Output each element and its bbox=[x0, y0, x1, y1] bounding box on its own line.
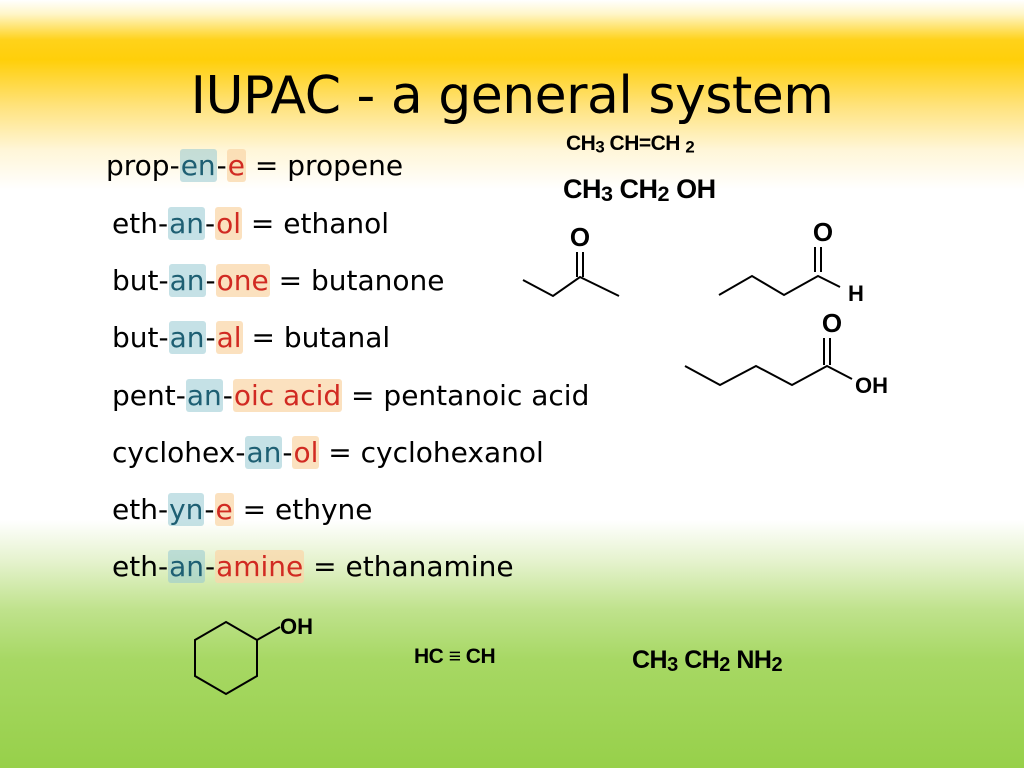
rule-stem: eth- bbox=[112, 550, 169, 583]
rule-infix: an bbox=[245, 436, 283, 469]
rule-separator: - bbox=[205, 264, 216, 297]
formula-subscript: 3 bbox=[601, 181, 613, 207]
formula-group: CH bbox=[684, 646, 720, 674]
formula-ethanol: CH3 CH2 OH bbox=[563, 174, 716, 207]
rule-separator: - bbox=[222, 379, 233, 412]
rule-result: = ethanol bbox=[242, 207, 390, 240]
formula-propene: CH3 CH=CH 2 bbox=[566, 132, 695, 158]
rule-suffix: one bbox=[215, 264, 270, 297]
triple-bond-symbol: ≡ bbox=[448, 645, 461, 668]
formula-subscript: 2 bbox=[657, 181, 670, 207]
rule-separator: - bbox=[204, 493, 215, 526]
formula-group: OH bbox=[676, 174, 716, 204]
butanone-structure: O bbox=[522, 222, 620, 298]
rule-infix: en bbox=[179, 149, 217, 182]
rule-suffix: e bbox=[214, 493, 234, 526]
oxygen-label: O bbox=[822, 308, 842, 338]
rule-infix: an bbox=[168, 550, 205, 583]
oxygen-label: O bbox=[570, 222, 590, 252]
carbon-chain bbox=[684, 364, 853, 387]
rule-ethanol: eth-an-ol = ethanol bbox=[112, 204, 389, 244]
hydroxyl-label: OH bbox=[280, 614, 313, 639]
rule-result: = pentanoic acid bbox=[342, 379, 590, 412]
pentanoic-acid-structure: O OH bbox=[684, 308, 888, 398]
butanal-structure: O H bbox=[718, 217, 864, 306]
formula-ethanamine: CH3 CH2 NH2 bbox=[632, 646, 783, 677]
rule-suffix: ol bbox=[292, 436, 320, 469]
rule-propene: prop-en-e = propene bbox=[106, 146, 403, 186]
rule-suffix: e bbox=[226, 149, 247, 182]
formula-group: CH bbox=[465, 645, 496, 668]
hydrogen-label: H bbox=[848, 281, 864, 306]
formula-group: HC bbox=[414, 645, 444, 668]
formula-subscript: 2 bbox=[719, 654, 730, 676]
rule-stem: cyclohex- bbox=[112, 436, 246, 469]
rule-result: = propene bbox=[246, 149, 404, 182]
rule-result: = ethyne bbox=[233, 493, 373, 526]
rule-infix: yn bbox=[168, 493, 205, 526]
rule-suffix: al bbox=[215, 321, 243, 354]
rule-result: = cyclohexanol bbox=[319, 436, 544, 469]
slide-title: IUPAC - a general system bbox=[190, 66, 834, 126]
rule-stem: prop- bbox=[106, 149, 180, 182]
carbon-chain bbox=[718, 274, 841, 297]
cyclohexane-ring bbox=[194, 620, 258, 696]
formula-group: NH bbox=[736, 646, 772, 674]
carbon-chain bbox=[522, 275, 620, 298]
formula-group: CH bbox=[563, 174, 602, 204]
formula-group: CH bbox=[632, 646, 668, 674]
rule-ethanamine: eth-an-amine = ethanamine bbox=[112, 547, 514, 587]
formula-subscript: 3 bbox=[595, 137, 605, 157]
rule-separator: - bbox=[282, 436, 293, 469]
rule-butanal: but-an-al = butanal bbox=[112, 318, 390, 358]
rule-cyclohexanol: cyclohex-an-ol = cyclohexanol bbox=[112, 433, 544, 473]
rule-stem: eth- bbox=[112, 207, 169, 240]
rule-suffix: ol bbox=[215, 207, 242, 240]
rule-separator: - bbox=[205, 321, 216, 354]
hydroxyl-label: OH bbox=[855, 373, 888, 398]
formula-subscript: 2 bbox=[685, 137, 695, 157]
rule-infix: an bbox=[185, 379, 223, 412]
rule-separator: - bbox=[204, 550, 216, 583]
rule-infix: an bbox=[168, 321, 206, 354]
rule-stem: but- bbox=[112, 264, 169, 297]
rule-stem: pent- bbox=[112, 379, 186, 412]
rule-result: = butanal bbox=[242, 321, 391, 354]
rule-stem: but- bbox=[112, 321, 169, 354]
rule-infix: an bbox=[168, 264, 206, 297]
formula-group: CH bbox=[566, 132, 596, 155]
rule-pentanoic-acid: pent-an-oic acid = pentanoic acid bbox=[112, 376, 589, 416]
formula-group: CH bbox=[619, 174, 659, 204]
formula-subscript: 2 bbox=[771, 654, 783, 676]
rule-butanone: but-an-one = butanone bbox=[112, 261, 445, 301]
rule-separator: - bbox=[204, 207, 216, 240]
c-o-bond bbox=[256, 626, 281, 641]
rule-infix: an bbox=[168, 207, 205, 240]
formula-subscript: 3 bbox=[667, 654, 678, 676]
cyclohexanol-structure: OH bbox=[194, 614, 313, 696]
formula-ethyne: HC ≡ CH bbox=[414, 645, 496, 669]
rule-ethyne: eth-yn-e = ethyne bbox=[112, 490, 373, 530]
rule-result: = butanone bbox=[269, 264, 445, 297]
rule-suffix: oic acid bbox=[232, 379, 343, 412]
rule-separator: - bbox=[216, 149, 227, 182]
rule-suffix: amine bbox=[215, 550, 305, 583]
oxygen-label: O bbox=[813, 217, 833, 247]
formula-group: CH=CH bbox=[609, 132, 681, 155]
rule-result: = ethanamine bbox=[304, 550, 514, 583]
rule-stem: eth- bbox=[112, 493, 169, 526]
